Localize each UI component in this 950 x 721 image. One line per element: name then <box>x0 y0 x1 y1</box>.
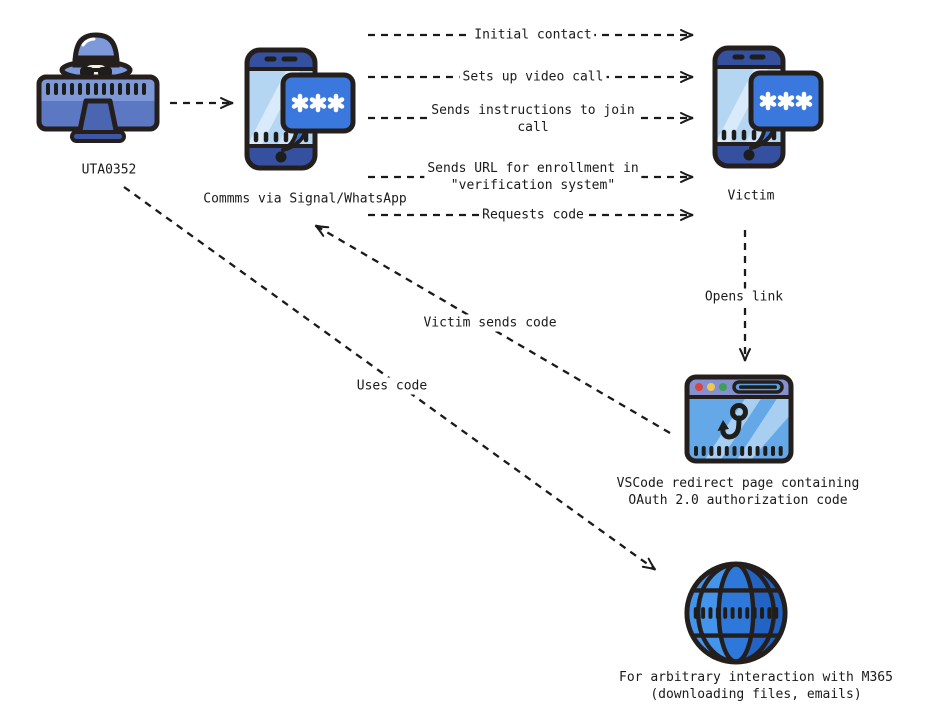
comms-phone-label: Commms via Signal/WhatsApp <box>200 190 410 208</box>
m365-globe-icon <box>684 561 788 665</box>
globe-password-dots <box>693 607 779 619</box>
asterisks <box>759 91 813 111</box>
join-instructions-line1: Sends instructions to join <box>431 103 635 118</box>
initial-contact-label: Initial contact <box>471 26 595 44</box>
requests-code-label: Requests code <box>479 206 587 224</box>
enrollment-url-line1: Sends URL for enrollment in <box>427 161 639 176</box>
monitor-password-dots <box>46 83 146 95</box>
redirect-page-label: VSCode redirect page containing OAuth 2.… <box>613 475 863 509</box>
m365-label: For arbitrary interaction with M365 (dow… <box>616 669 896 703</box>
monitor <box>36 74 160 143</box>
enrollment-url-label: Sends URL for enrollment in "verificatio… <box>424 160 642 194</box>
victim-phone-icon <box>712 45 824 169</box>
password-message-bubble <box>280 72 356 152</box>
traffic-light-yellow <box>707 383 715 391</box>
browser-password-dots <box>694 446 783 456</box>
screen-password-dots <box>253 131 309 143</box>
arrow-victim-sends-code <box>314 224 671 434</box>
comms-phone-icon <box>244 47 356 171</box>
asterisks <box>291 93 345 113</box>
redirect-page-label-line2: OAuth 2.0 authorization code <box>628 493 848 508</box>
globe <box>684 561 788 665</box>
opens-link-label: Opens link <box>701 288 787 306</box>
uses-code-label: Uses code <box>353 377 431 395</box>
video-call-label: Sets up video call <box>459 68 607 86</box>
m365-label-line1: For arbitrary interaction with M365 <box>619 670 893 685</box>
monitor-base <box>70 130 126 143</box>
phishing-hook-icon <box>717 403 748 440</box>
join-instructions-label: Sends instructions to join call <box>428 102 638 136</box>
victim-label: Victim <box>724 187 778 205</box>
phishing-browser-icon <box>684 374 794 464</box>
monitor-stand <box>76 98 120 138</box>
redirect-page-label-line1: VSCode redirect page containing <box>616 476 860 491</box>
hacker-icon <box>36 32 160 143</box>
browser-window <box>684 374 794 464</box>
password-message-bubble <box>748 70 824 150</box>
attacker-label: UTA0352 <box>78 161 140 179</box>
join-instructions-line2: call <box>517 120 549 135</box>
enrollment-url-line2: "verification system" <box>450 178 616 193</box>
victim-sends-code-label: Victim sends code <box>420 314 560 332</box>
traffic-light-green <box>719 383 727 391</box>
traffic-light-red <box>695 383 703 391</box>
m365-label-line2: (downloading files, emails) <box>650 687 862 702</box>
